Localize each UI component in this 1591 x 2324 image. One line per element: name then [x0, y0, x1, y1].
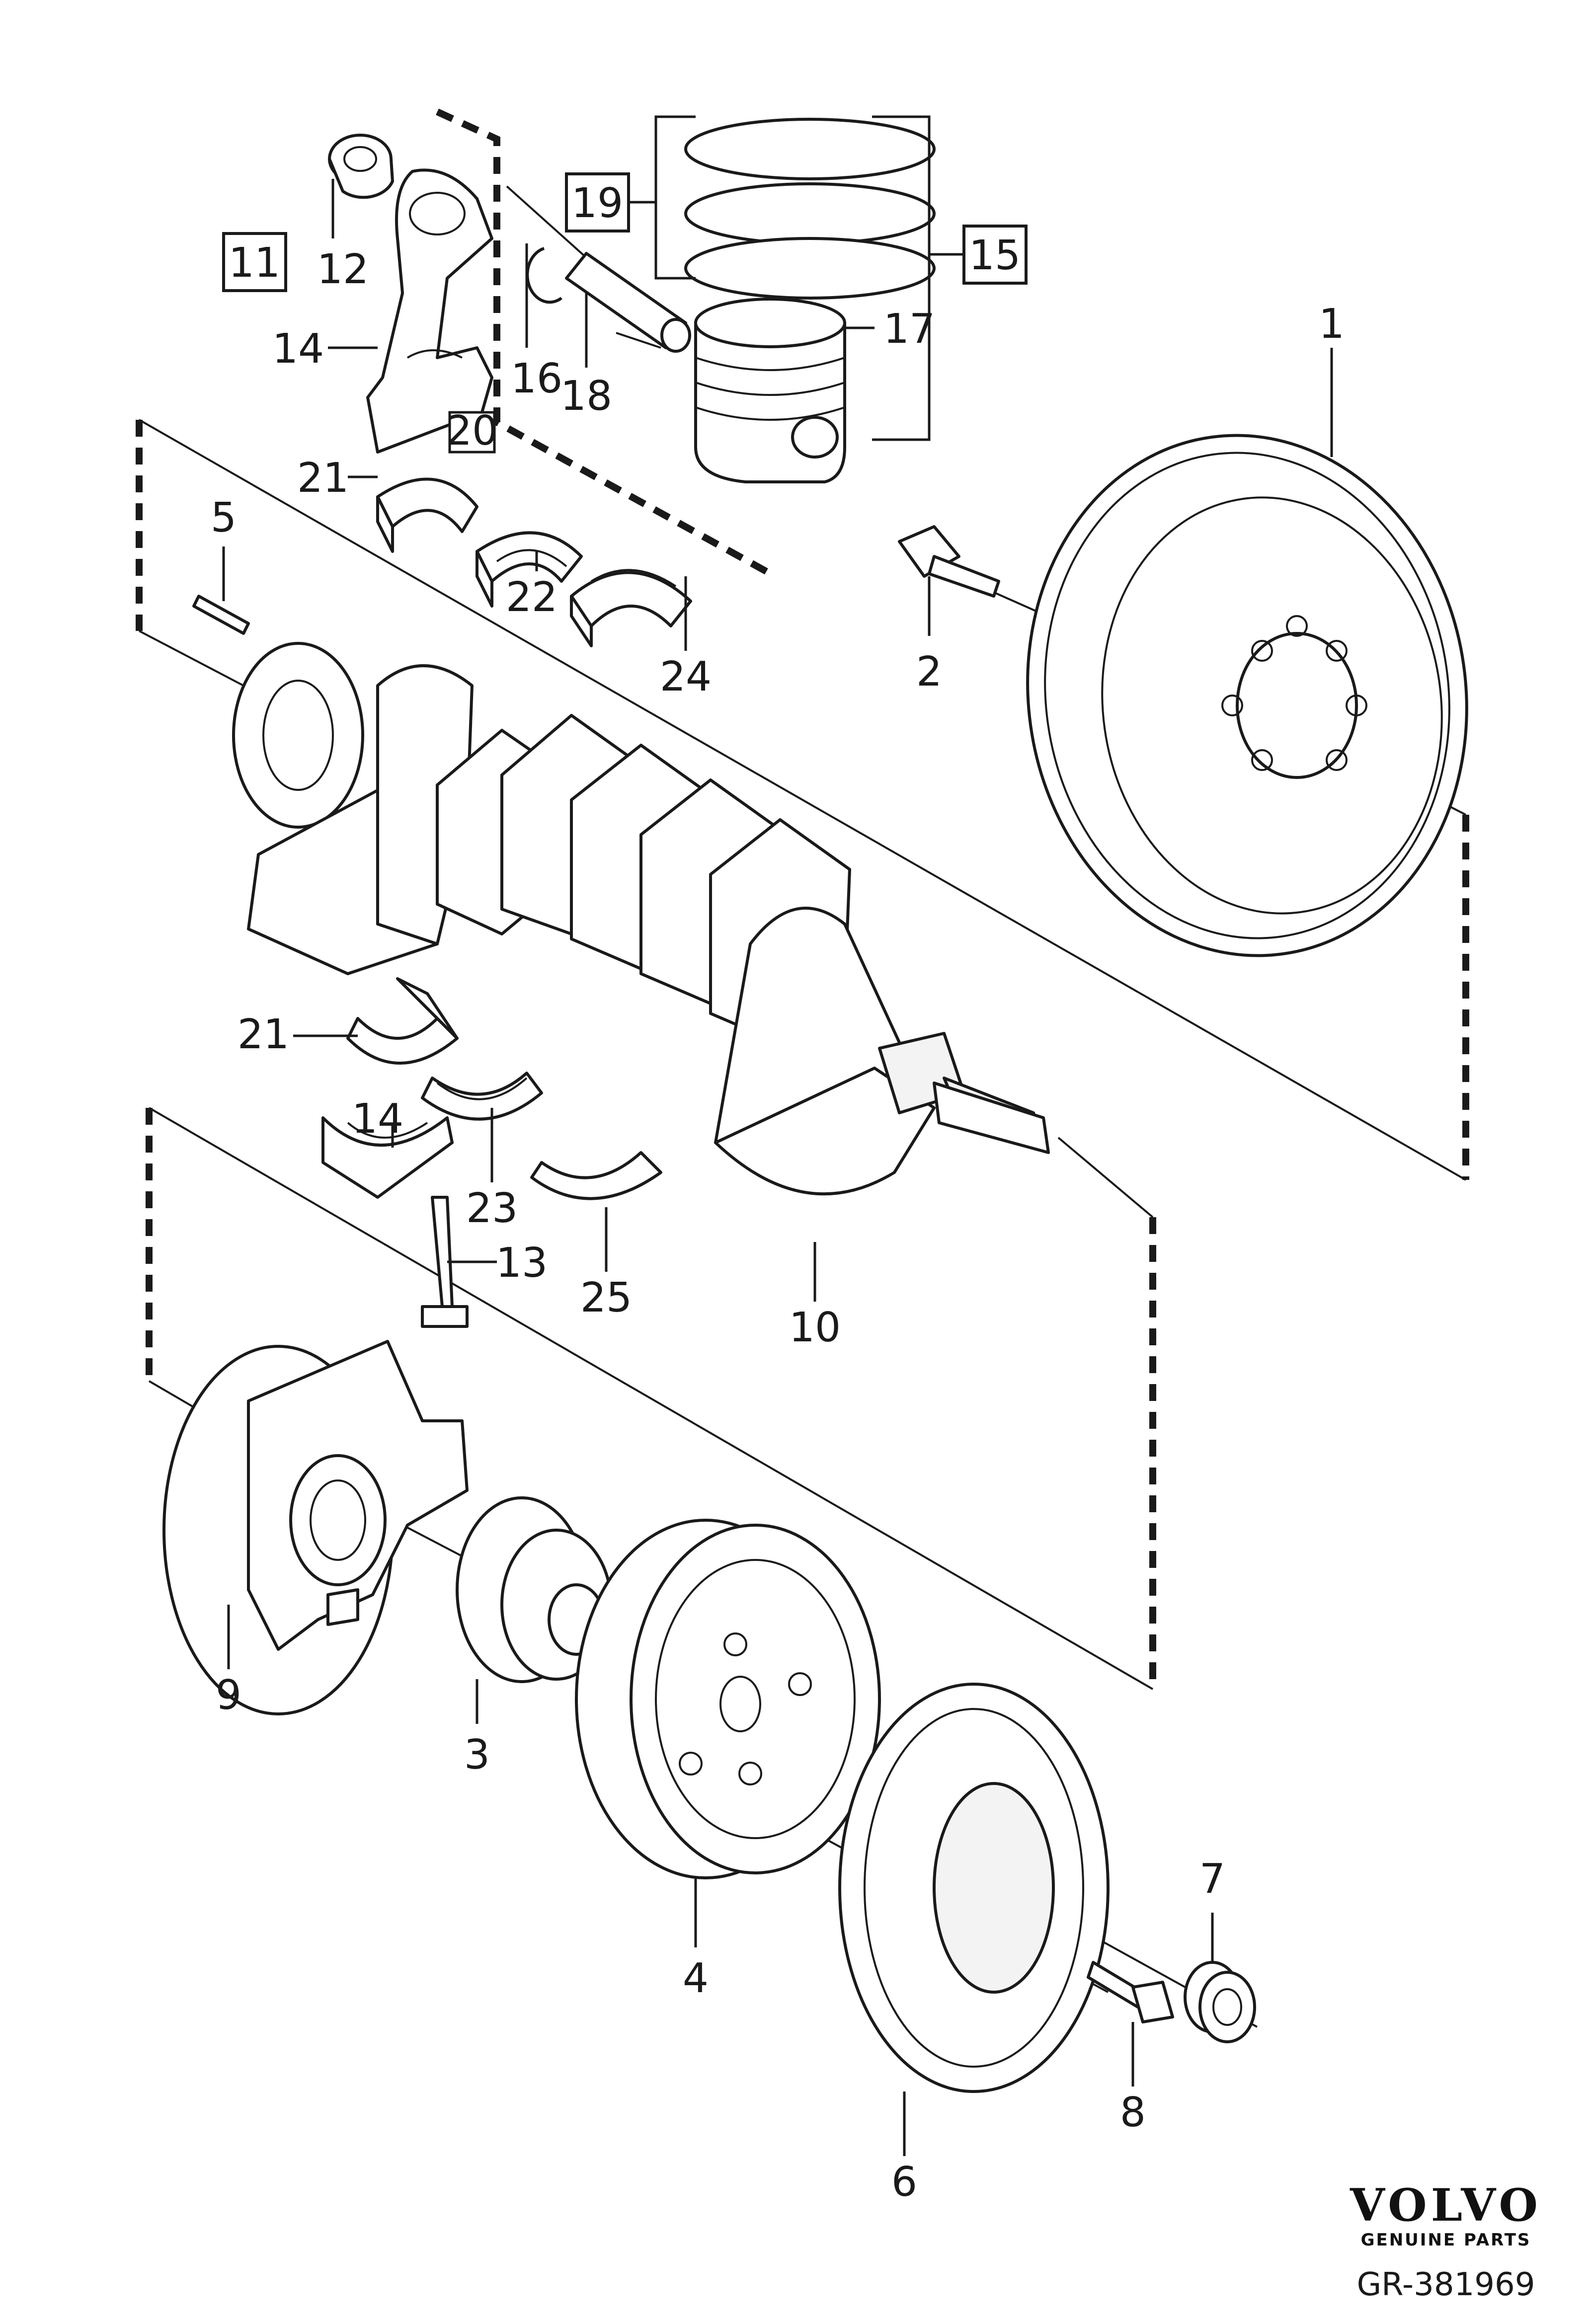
- main-bearing-shell-grooved: [476, 531, 583, 608]
- diagram-reference: GR-381969: [1357, 2266, 1535, 2303]
- callout-6: 6: [891, 2159, 917, 2206]
- piston: [694, 298, 846, 483]
- piston-assembly: [526, 115, 936, 483]
- callout-3: 3: [464, 1731, 490, 1779]
- callout-box-11: 11: [222, 232, 287, 292]
- callout-21-lower: 21: [238, 1011, 289, 1058]
- volvo-logo: VOLVO: [1350, 2179, 1542, 2232]
- connecting-rod: [366, 168, 493, 454]
- callout-14-lower: 14: [352, 1095, 403, 1143]
- callout-16: 16: [511, 355, 562, 402]
- callout-8: 8: [1120, 2089, 1146, 2136]
- connecting-rod-assembly: [328, 134, 493, 454]
- pin-circlip: [526, 247, 562, 304]
- crankshaft-pulley: [575, 1519, 881, 1879]
- flywheel: [1026, 434, 1468, 957]
- callout-19: 19: [571, 180, 623, 227]
- leader-lines: [222, 179, 1333, 2156]
- brand-block: VOLVO GENUINE PARTS GR-381969: [1350, 2179, 1542, 2303]
- crankshaft: [232, 642, 1050, 1196]
- connecting-rod-cap: [321, 1116, 454, 1199]
- callout-13: 13: [496, 1239, 548, 1287]
- callout-22: 22: [506, 574, 557, 621]
- callout-10: 10: [789, 1304, 841, 1351]
- callout-14-upper: 14: [272, 325, 324, 373]
- callout-7: 7: [1199, 1856, 1225, 1903]
- boxed-callouts: 11 19 15 20: [222, 172, 1028, 455]
- callout-11: 11: [229, 239, 280, 287]
- rod-bearing-shell-lower: [346, 977, 459, 1065]
- damper-bolt: [1087, 1961, 1174, 2023]
- callout-18: 18: [560, 373, 612, 420]
- connecting-rod-bolt: [421, 1196, 469, 1328]
- callout-25: 25: [580, 1274, 632, 1321]
- thrust-bearing-shell-lower: [530, 1151, 662, 1200]
- genuine-parts-tagline: GENUINE PARTS: [1361, 2230, 1531, 2250]
- callout-21-upper: 21: [297, 455, 349, 502]
- upper-bearing-shells: [376, 477, 692, 647]
- vibration-damper: [838, 1683, 1110, 2093]
- small-end-bushing: [328, 134, 394, 199]
- callout-box-20: 20: [446, 407, 498, 455]
- callout-15: 15: [969, 232, 1021, 279]
- callout-24: 24: [660, 653, 712, 700]
- piston-pin: [565, 252, 691, 353]
- thrust-bearing-shell-upper: [570, 569, 692, 647]
- callout-20: 20: [446, 407, 498, 455]
- callout-12: 12: [317, 246, 369, 293]
- rod-bearing-shell-upper: [376, 477, 478, 553]
- assembly-outlines: [136, 108, 1469, 1689]
- callout-box-19: 19: [565, 172, 630, 232]
- crankshaft-center-bolt: [1184, 1961, 1256, 2043]
- callout-23: 23: [466, 1185, 518, 1232]
- oil-pump-housing: [162, 1340, 469, 1715]
- callout-9: 9: [216, 1672, 241, 1719]
- callout-4: 4: [683, 1955, 709, 2002]
- flywheel-bolt: [898, 525, 1000, 598]
- callout-box-15: 15: [962, 225, 1028, 285]
- piston-rings: [684, 118, 936, 300]
- callout-17: 17: [883, 306, 935, 353]
- lower-bearing-shells: [321, 977, 662, 1328]
- callout-2: 2: [916, 648, 942, 696]
- number-callouts: 1 2 3 4 5 6 7 8 9 10 12 13 14 14 16 17 1…: [211, 246, 1345, 2206]
- callout-5: 5: [211, 494, 237, 542]
- callout-1: 1: [1319, 301, 1345, 348]
- main-bearing-shell-lower: [421, 1072, 543, 1121]
- dowel-pin: [192, 595, 250, 635]
